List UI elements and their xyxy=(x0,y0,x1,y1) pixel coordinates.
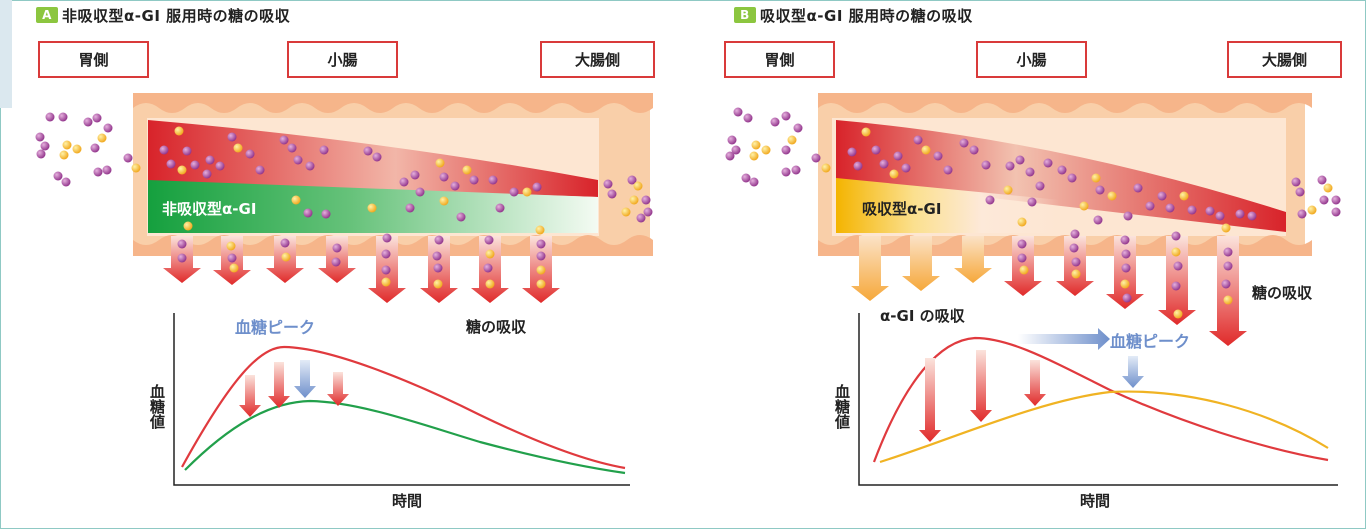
curve-red-b xyxy=(872,336,1329,463)
panel-b-large-intestine-box: 大腸側 xyxy=(1227,41,1342,78)
panel-b-molecules xyxy=(725,107,1341,319)
drug-arrow-b3 xyxy=(954,236,992,283)
panel-a-badge: A xyxy=(36,7,58,23)
panel-a-large-intestine-box: 大腸側 xyxy=(540,41,655,78)
panel-a-absorb-label: 糖の吸収 xyxy=(466,318,527,336)
curve-red-a xyxy=(181,345,626,470)
peak-arrow-b xyxy=(1122,356,1144,388)
villi-top-a xyxy=(133,93,653,113)
drop-arrow-b3 xyxy=(1024,360,1046,406)
drop-arrow-a3 xyxy=(327,372,349,406)
absorb-arrow-b4 xyxy=(1158,236,1196,325)
panel-b-title: B 吸収型α-GI 服用時の糖の吸収 xyxy=(734,4,973,26)
panel-b-intestine xyxy=(818,93,1312,256)
left-strip xyxy=(0,0,12,108)
drug-arrow-b1 xyxy=(851,236,889,301)
panel-a-peak-label: 血糖ピーク xyxy=(235,318,316,337)
peak-shift-arrow-b xyxy=(1018,328,1110,350)
absorb-arrow-b3 xyxy=(1106,236,1144,309)
chart-axes-a xyxy=(173,313,630,486)
panel-b-chart xyxy=(858,313,1338,486)
panel-b-drug-label: 吸収型α-GI xyxy=(862,200,942,218)
panel-a-molecules xyxy=(35,112,653,289)
panel-b-peak-label: 血糖ピーク xyxy=(1110,332,1191,351)
panel-b-badge: B xyxy=(734,7,756,23)
drug-band-b xyxy=(836,178,1060,233)
curve-yellow-b xyxy=(879,390,1329,464)
panel-a-drug-label: 非吸収型α-GI xyxy=(162,200,257,218)
panel-a-small-intestine-box: 小腸 xyxy=(287,41,398,78)
chart-axes-b xyxy=(858,313,1338,486)
panel-b-stomach-box: 胃側 xyxy=(724,41,835,78)
panel-b-drug-absorb-label: α-GI の吸収 xyxy=(880,307,965,325)
villi-top-b xyxy=(818,93,1312,113)
panel-b-y-axis-label: 血糖値 xyxy=(833,384,851,429)
panel-a-stomach-box: 胃側 xyxy=(38,41,149,78)
sugar-flow-b xyxy=(836,120,1286,232)
peak-arrow-a xyxy=(294,360,316,398)
panel-b-absorb-label: 糖の吸収 xyxy=(1252,284,1313,302)
panel-a-y-axis-label: 血糖値 xyxy=(148,384,166,429)
panel-b-title-text: 吸収型α-GI 服用時の糖の吸収 xyxy=(760,6,973,25)
panel-a-chart xyxy=(173,313,630,486)
curve-green-a xyxy=(184,399,626,475)
drop-arrow-a2 xyxy=(268,362,290,408)
panel-a-x-axis-label: 時間 xyxy=(392,492,423,510)
drop-arrow-b1 xyxy=(919,358,941,442)
absorb-arrow-b5 xyxy=(1209,236,1247,346)
panel-b-small-intestine-box: 小腸 xyxy=(976,41,1087,78)
panel-a-title: A 非吸収型α-GI 服用時の糖の吸収 xyxy=(36,4,290,26)
panel-a-title-text: 非吸収型α-GI 服用時の糖の吸収 xyxy=(62,6,291,25)
drug-arrow-b2 xyxy=(902,236,940,291)
drop-arrow-b2 xyxy=(970,350,992,422)
panel-a-absorb-arrows xyxy=(163,236,560,303)
panel-b-x-axis-label: 時間 xyxy=(1080,492,1111,510)
drop-arrow-a1 xyxy=(239,375,261,417)
